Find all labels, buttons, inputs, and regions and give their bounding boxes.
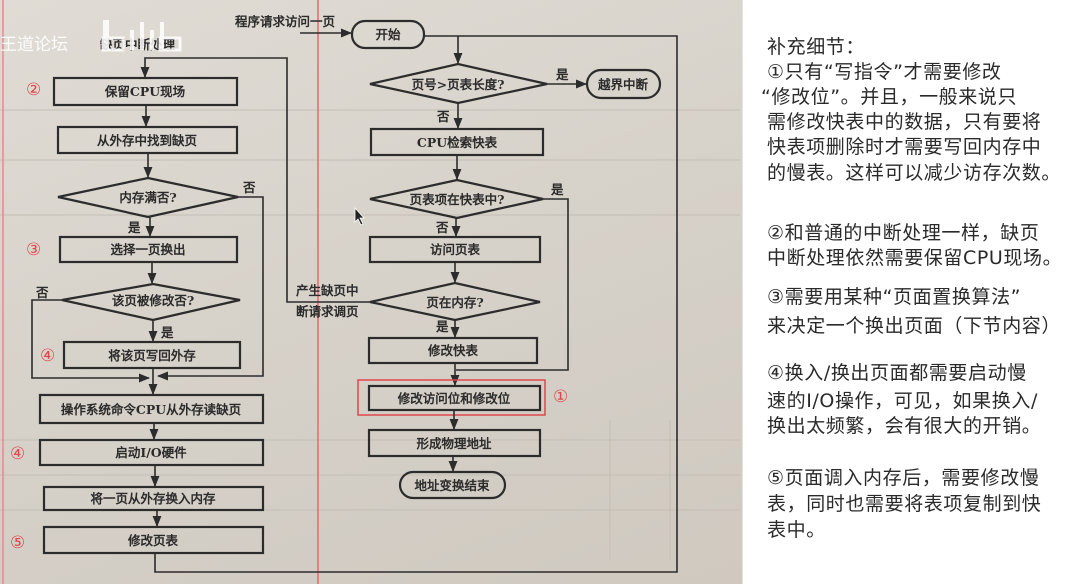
update-bits-box: 修改访问位和修改位 — [367, 384, 542, 412]
note-line: ③需要用某种“页面置换算法” — [767, 286, 1022, 308]
os-read-page-box: 操作系统命令CPU从外存读缺页 — [38, 393, 265, 425]
note-line: ④换入/换出页面都需要启动慢 — [767, 362, 1027, 384]
annotation-marker-5: ⑤ — [10, 533, 25, 553]
check-bounds-diamond: 页号>页表长度? — [369, 62, 548, 105]
swap-in-box: 将一页从外存换入内存 — [42, 485, 265, 512]
memory-full-diamond: 内存满否? — [57, 176, 239, 219]
note-line: 的慢表。这样可以减少访存次数。 — [767, 162, 1062, 184]
svg-text:形成物理地址: 形成物理地址 — [416, 436, 492, 451]
mouse-cursor-icon — [354, 206, 365, 226]
notes-panel: 补充细节： ①只有“写指令”才需要修改 “修改位”。并且，一般来说只 需修改快表… — [742, 0, 1081, 584]
note-line: ⑤页面调入内存后，需要修改慢 — [767, 467, 1040, 489]
page-in-memory-diamond: 页在内存? — [369, 281, 541, 322]
svg-text:修改页表: 修改页表 — [127, 533, 179, 548]
yes-label: 是 — [550, 182, 564, 197]
svg-text:访问页表: 访问页表 — [430, 242, 481, 257]
note-line: 需修改快表中的数据，只有要将 — [767, 111, 1042, 133]
note-line: 快表项删除时才需要写回内存中 — [767, 136, 1042, 158]
annotation-highlight-box — [357, 379, 546, 416]
svg-text:CPU检索快表: CPU检索快表 — [417, 135, 498, 150]
no-label: 否 — [242, 180, 256, 195]
svg-text:修改访问位和修改位: 修改访问位和修改位 — [397, 391, 511, 406]
note-line: “修改位”。并且，一般来说只 — [761, 86, 1018, 108]
notes-heading: 补充细节： — [767, 36, 866, 58]
svg-text:页号>页表长度?: 页号>页表长度? — [412, 77, 505, 92]
note-line: ①只有“写指令”才需要修改 — [767, 61, 1002, 83]
svg-text:页在内存?: 页在内存? — [426, 295, 483, 310]
select-victim-box: 选择一页换出 — [58, 235, 239, 264]
search-tlb-box: CPU检索快表 — [369, 127, 545, 157]
yes-label: 是 — [127, 220, 141, 235]
note-line: 换出太频繁，会有很大的开销。 — [767, 415, 1042, 437]
svg-text:选择一页换出: 选择一页换出 — [110, 242, 185, 257]
out-of-bounds-node: 越界中断 — [585, 68, 662, 100]
no-label: 否 — [435, 220, 449, 235]
save-cpu-state-box: 保留CPU现场 — [52, 76, 239, 107]
yes-label: 是 — [435, 319, 449, 334]
svg-text:将该页写回外存: 将该页写回外存 — [108, 348, 196, 363]
note-line: 速的I/O操作，可见，如果换入/ — [767, 390, 1038, 412]
page-modified-diamond: 该页被修改否? — [61, 282, 241, 322]
svg-text:越界中断: 越界中断 — [597, 77, 649, 92]
svg-text:保留CPU现场: 保留CPU现场 — [104, 84, 185, 99]
bilibili-logo — [101, 20, 182, 52]
request-label: 程序请求访问一页 — [235, 14, 335, 29]
note-line: 来决定一个换出页面（下节内容） — [767, 315, 1062, 337]
note-line: 表中。 — [767, 519, 826, 541]
svg-text:内存满否?: 内存满否? — [119, 190, 176, 205]
in-tlb-diamond: 页表项在快表中? — [369, 178, 544, 220]
svg-text:将一页从外存换入内存: 将一页从外存换入内存 — [90, 491, 216, 506]
note-line: 中断处理依然需要保留CPU现场。 — [767, 247, 1063, 269]
yes-label: 是 — [555, 67, 569, 82]
svg-text:页表项在快表中?: 页表项在快表中? — [410, 192, 505, 207]
textbook-photo: 缺页中断处理 王道论坛 程序请求访问一页 开始 页号>页表长度? 是 越界中断 … — [0, 0, 742, 584]
find-page-box: 从外存中找到缺页 — [56, 125, 239, 155]
yes-label: 是 — [160, 325, 174, 340]
note-line: 表，同时也需要将表项复制到快 — [767, 493, 1042, 515]
page-fault-label: 产生缺页中 — [296, 283, 359, 298]
svg-text:修改快表: 修改快表 — [427, 343, 479, 358]
svg-text:启动I/O硬件: 启动I/O硬件 — [115, 445, 187, 460]
no-label: 否 — [35, 285, 49, 300]
form-physical-address-box: 形成物理地址 — [367, 428, 542, 458]
svg-text:从外存中找到缺页: 从外存中找到缺页 — [97, 133, 197, 148]
page-fault-flowchart: 缺页中断处理 王道论坛 程序请求访问一页 开始 页号>页表长度? 是 越界中断 … — [0, 0, 740, 584]
svg-text:该页被修改否?: 该页被修改否? — [112, 293, 194, 308]
update-tlb-box: 修改快表 — [367, 336, 539, 365]
note-line: ②和普通的中断处理一样，缺页 — [767, 222, 1040, 244]
flowchart-title: 缺页中断处理 — [100, 37, 176, 52]
svg-text:操作系统命令CPU从外存读缺页: 操作系统命令CPU从外存读缺页 — [61, 402, 241, 417]
annotation-marker-1: ① — [553, 387, 568, 407]
annotation-marker-4: ④ — [40, 346, 55, 366]
annotation-marker-2: ② — [26, 80, 41, 100]
svg-text:地址变换结束: 地址变换结束 — [414, 478, 490, 493]
end-node: 地址变换结束 — [398, 470, 507, 500]
svg-text:开始: 开始 — [375, 27, 401, 42]
watermark-forum: 王道论坛 — [0, 35, 68, 55]
start-node: 开始 — [350, 19, 426, 50]
access-page-table-box: 访问页表 — [368, 235, 542, 264]
page-fault-label: 断请求调页 — [296, 304, 359, 319]
write-back-box: 将该页写回外存 — [62, 340, 242, 370]
annotation-marker-3: ③ — [26, 240, 41, 260]
annotation-marker-4b: ④ — [10, 444, 25, 464]
update-page-table-box: 修改页表 — [42, 525, 265, 555]
no-label: 否 — [436, 109, 450, 124]
start-io-box: 启动I/O硬件 — [38, 438, 265, 467]
